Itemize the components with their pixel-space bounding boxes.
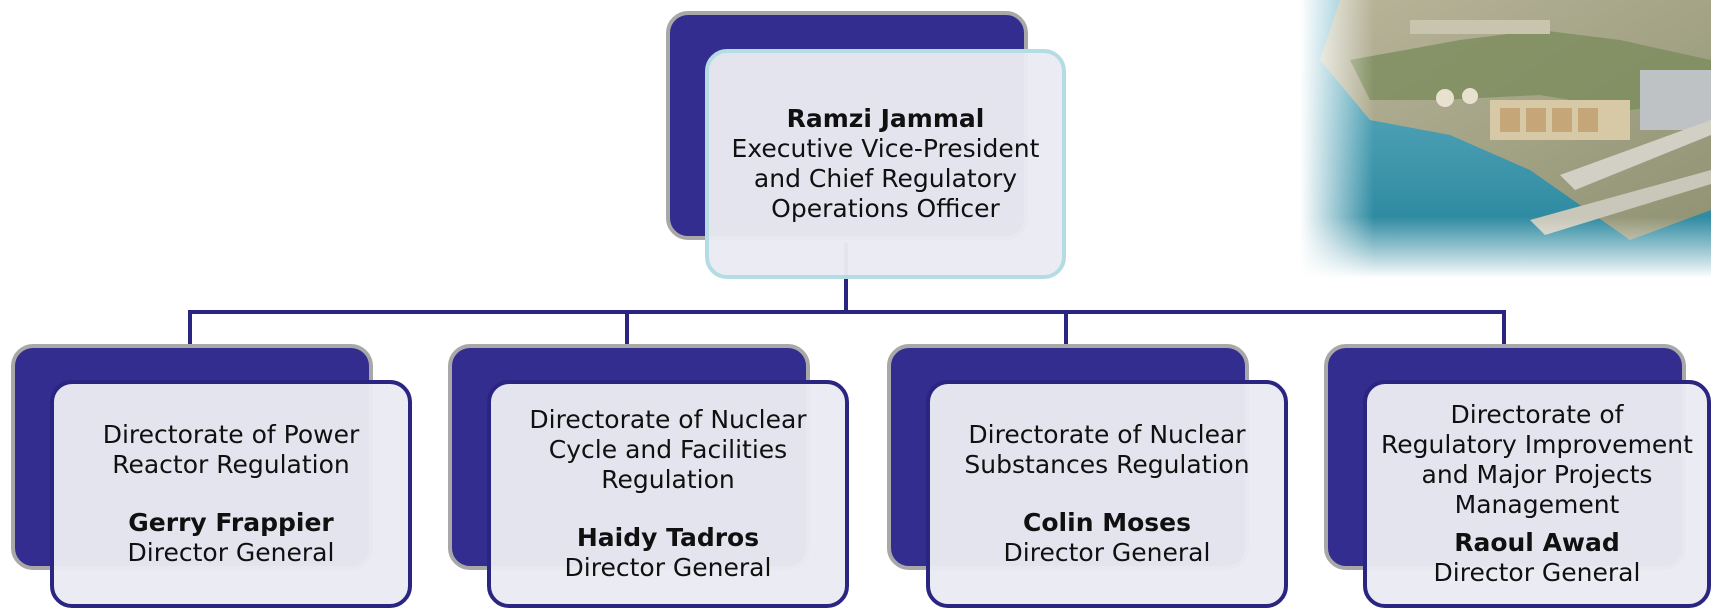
directorate-1-name: Gerry Frappier (128, 508, 334, 537)
executive-title-line-1: Executive Vice-President (731, 134, 1040, 163)
directorate-1-unit-line-1: Directorate of Power (102, 420, 360, 449)
executive-box: Ramzi Jammal Executive Vice-President an… (705, 49, 1066, 279)
directorate-4-unit-line-2: Regulatory Improvement (1381, 430, 1693, 459)
directorate-box-3: Directorate of Nuclear Substances Regula… (926, 380, 1288, 608)
directorate-box-4: Directorate of Regulatory Improvement an… (1363, 380, 1711, 608)
directorate-3-unit-line-1: Directorate of Nuclear (968, 420, 1246, 449)
directorate-2-unit-line-3: Regulation (601, 465, 735, 494)
directorate-3-role: Director General (1003, 538, 1211, 567)
directorate-4-unit-line-1: Directorate of (1450, 400, 1624, 429)
executive-title-line-3: Operations Officer (771, 194, 1000, 223)
executive-name: Ramzi Jammal (786, 104, 985, 133)
directorate-1-role: Director General (127, 538, 335, 567)
directorate-2-role: Director General (564, 553, 772, 582)
executive-title-line-2: and Chief Regulatory (753, 164, 1018, 193)
directorate-2-name: Haidy Tadros (576, 523, 760, 552)
directorate-2-unit-line-1: Directorate of Nuclear (529, 405, 807, 434)
directorate-4-unit-line-4: Management (1454, 490, 1620, 519)
directorate-box-2: Directorate of Nuclear Cycle and Facilit… (487, 380, 849, 608)
directorate-1-unit-line-2: Reactor Regulation (112, 450, 350, 479)
directorate-box-1: Directorate of Power Reactor Regulation … (50, 380, 412, 608)
directorate-4-name: Raoul Awad (1454, 528, 1620, 557)
directorate-4-unit-line-3: and Major Projects (1421, 460, 1653, 489)
directorate-4-role: Director General (1433, 558, 1641, 587)
directorate-2-unit-line-2: Cycle and Facilities (548, 435, 788, 464)
nuclear-facility-aerial-photo (1300, 0, 1711, 278)
directorate-3-name: Colin Moses (1023, 508, 1191, 537)
directorate-3-unit-line-2: Substances Regulation (964, 450, 1250, 479)
